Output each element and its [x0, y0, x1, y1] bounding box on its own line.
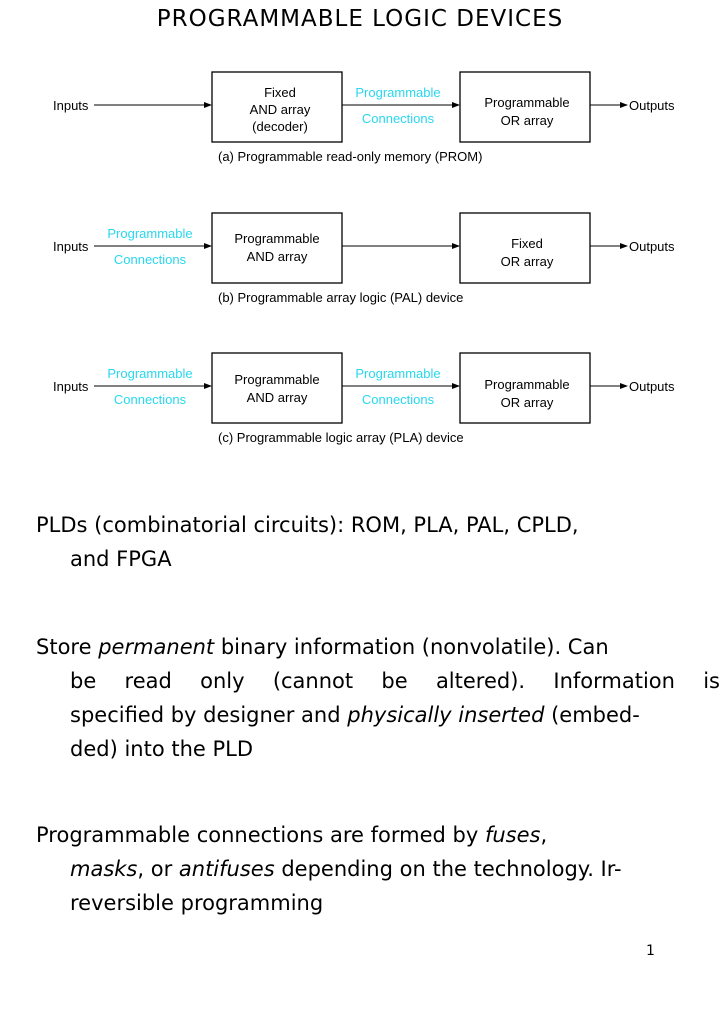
- emphasis-text: fuses: [484, 823, 541, 847]
- and-array-box: [211, 352, 343, 424]
- inputs-label: Inputs: [53, 98, 89, 113]
- outputs-label: Outputs: [629, 98, 675, 113]
- text-run: ,: [540, 823, 548, 847]
- or-array-label-2: OR array: [501, 254, 554, 269]
- left-programmable-label: Programmable: [107, 366, 192, 381]
- or-array-label-2: OR array: [501, 113, 554, 128]
- and-array-label-1: Programmable: [234, 231, 319, 246]
- or-array-box: [459, 212, 591, 284]
- and-array-box: [211, 71, 343, 143]
- inputs-label: Inputs: [53, 379, 89, 394]
- outputs-label: Outputs: [629, 239, 675, 254]
- mid-programmable-label: Programmable: [355, 85, 440, 100]
- mid-connections-label: Connections: [362, 111, 435, 126]
- mid-connections-label: Connections: [362, 392, 435, 407]
- text-run: , or: [137, 857, 179, 881]
- paragraph-line: reversible programming: [70, 891, 324, 915]
- paragraph-line: Store permanent binary information (nonv…: [36, 630, 720, 664]
- text-run: depending on the technology. Ir-: [274, 857, 622, 881]
- or-array-label-1: Programmable: [484, 377, 569, 392]
- diagram-caption: (b) Programmable array logic (PAL) devic…: [218, 290, 463, 305]
- emphasis-text: masks: [70, 857, 138, 881]
- and-array-label-3: (decoder): [252, 119, 308, 134]
- or-array-box: [459, 71, 591, 143]
- outputs-label: Outputs: [629, 379, 675, 394]
- and-array-label-2: AND array: [247, 390, 308, 405]
- paragraph-line: ded) into the PLD: [70, 737, 254, 761]
- emphasis-text: antifuses: [178, 857, 275, 881]
- mid-programmable-label: Programmable: [355, 366, 440, 381]
- paragraph-programmable-connections: Programmable connections are formed by f…: [36, 818, 720, 920]
- emphasis-text: permanent: [98, 635, 215, 659]
- text-run: Programmable connections are formed by: [36, 823, 485, 847]
- page-title: PROGRAMMABLE LOGIC DEVICES: [156, 6, 564, 32]
- text-run: specified by designer and: [70, 703, 348, 727]
- diagram-caption: (c) Programmable logic array (PLA) devic…: [218, 430, 464, 445]
- and-array-label-1: Fixed: [264, 85, 296, 100]
- text-run: binary information (nonvolatile). Can: [214, 635, 609, 659]
- paragraph-line: be read only (cannot be altered). Inform…: [70, 669, 720, 693]
- or-array-label-1: Fixed: [511, 236, 543, 251]
- and-array-box: [211, 212, 343, 284]
- paragraph-line: and FPGA: [70, 547, 172, 571]
- text-run: Store: [36, 635, 99, 659]
- pld-block-diagrams: Inputs Fixed AND array (decoder) Program…: [53, 71, 675, 445]
- paragraph-permanent-storage: Store permanent binary information (nonv…: [36, 630, 720, 766]
- paragraph-pld-types: PLDs (combinatorial circuits): ROM, PLA,…: [36, 508, 720, 576]
- left-connections-label: Connections: [114, 252, 187, 267]
- paragraph-line: PLDs (combinatorial circuits): ROM, PLA,…: [36, 513, 579, 537]
- page-number: 1: [646, 943, 655, 959]
- diagram-prom: Inputs Fixed AND array (decoder) Program…: [53, 71, 675, 164]
- paragraph-line: Programmable connections are formed by f…: [36, 818, 720, 852]
- and-array-label-1: Programmable: [234, 372, 319, 387]
- paragraph-line: masks, or antifuses depending on the tec…: [36, 852, 720, 886]
- inputs-label: Inputs: [53, 239, 89, 254]
- or-array-label-2: OR array: [501, 395, 554, 410]
- and-array-label-2: AND array: [250, 102, 311, 117]
- left-connections-label: Connections: [114, 392, 187, 407]
- text-run: (embed-: [544, 703, 640, 727]
- emphasis-text: physically inserted: [347, 703, 545, 727]
- or-array-box: [459, 352, 591, 424]
- or-array-label-1: Programmable: [484, 95, 569, 110]
- diagram-caption: (a) Programmable read-only memory (PROM): [218, 149, 482, 164]
- diagram-pla: Inputs Programmable Connections Programm…: [53, 352, 675, 445]
- left-programmable-label: Programmable: [107, 226, 192, 241]
- paragraph-line: specified by designer and physically ins…: [36, 698, 720, 732]
- diagram-pal: Inputs Programmable Connections Programm…: [53, 212, 675, 305]
- and-array-label-2: AND array: [247, 249, 308, 264]
